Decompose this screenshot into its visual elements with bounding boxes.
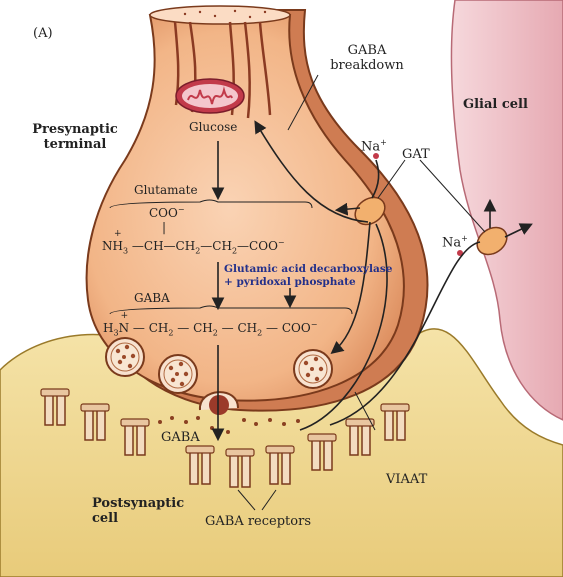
glutamate-coo-top: COO−: [149, 205, 185, 220]
gaba-coo: COO: [281, 321, 311, 335]
gat-label: GAT: [402, 147, 430, 162]
gaba-h-sub: 3: [113, 328, 119, 338]
panel-label: (A): [33, 26, 53, 41]
gaba-ch2-b: CH: [193, 321, 213, 335]
axon-cross-section: [149, 5, 291, 25]
gaba-breakdown-label: GABA breakdown: [322, 43, 412, 73]
gat-transporter-glia: [476, 226, 508, 256]
glutamate-ch: CH: [143, 239, 164, 253]
glutamate-coo-minus: −: [177, 205, 185, 214]
axon-dots: [183, 9, 267, 19]
gaba-receptors-label: GABA receptors: [205, 514, 311, 529]
gaba-h: H: [103, 321, 114, 335]
gaba-ch2-a-sub: 2: [168, 328, 174, 338]
glutamate-ch2-b-sub: 2: [231, 246, 238, 256]
sodium-ion-left: [373, 153, 379, 159]
presynaptic-terminal-label: Presynaptic terminal: [26, 122, 124, 152]
postsynaptic-label-text: Postsynaptic cell: [92, 496, 185, 526]
sodium-right-charge: +: [461, 234, 468, 243]
gaba-ch2-c-sub: 2: [257, 328, 263, 338]
sodium-left-charge: +: [380, 138, 387, 147]
glutamate-backbone: + NH3 —CH—CH2—CH2—COO−: [102, 229, 285, 256]
gaba-coo-charge: −: [310, 320, 318, 329]
gaba-ch2-c: CH: [237, 321, 258, 335]
mitochondrion: [175, 78, 245, 114]
gaba-ch2-b-sub: 2: [212, 328, 218, 338]
sodium-right-text: Na: [442, 235, 462, 251]
glutamate-ch2-a-sub: 2: [195, 246, 201, 256]
pathway-arrows: [211, 120, 533, 442]
gaba-molecules-vesicles: [115, 344, 324, 387]
sodium-ion-right: [457, 250, 463, 256]
glutamate-label: Glutamate: [134, 183, 198, 197]
glutamate-coo-charge: −: [277, 238, 285, 247]
gaba-n: N: [118, 321, 130, 335]
viaat-label: VIAAT: [386, 472, 428, 487]
enzyme-label-line2: + pyridoxal phosphate: [224, 276, 356, 288]
glutamate-ch2-a: CH: [175, 239, 196, 253]
sodium-left-text: Na: [361, 139, 381, 155]
gaba-structure-label: GABA: [134, 291, 170, 305]
glutamate-coo-text: COO: [149, 206, 178, 220]
postsynaptic-cell-label: Postsynaptic cell: [92, 496, 184, 526]
gaba-backbone: H3+N — CH2 — CH2 — CH2 — COO−: [103, 311, 318, 338]
gaba-breakdown-text: GABA breakdown: [330, 43, 404, 73]
glutamate-nh-sub: 3: [122, 246, 129, 256]
glucose-label: Glucose: [189, 120, 238, 134]
glutamate-vertical-bond: |: [162, 220, 167, 234]
glutamate-plus: +: [114, 229, 122, 239]
glutamate-nh: NH: [102, 239, 123, 253]
glutamate-ch2-b: CH: [212, 239, 232, 253]
sodium-label-left: Na+: [361, 135, 387, 154]
enzyme-label-line1: Glutamic acid decarboxylase: [224, 263, 393, 275]
callout-lines: [237, 74, 486, 511]
sodium-label-right: Na+: [442, 231, 468, 250]
glutamate-coo: COO: [249, 239, 278, 253]
chem-brackets: [109, 199, 353, 315]
glial-cell-label: Glial cell: [463, 97, 528, 112]
gaba-receptor-caps: [40, 388, 410, 457]
gaba-ch2-a: CH: [148, 321, 169, 335]
gaba-cleft-label: GABA: [161, 430, 200, 445]
gaba-plus: +: [120, 311, 129, 321]
presynaptic-label-text: Presynaptic terminal: [32, 122, 118, 152]
